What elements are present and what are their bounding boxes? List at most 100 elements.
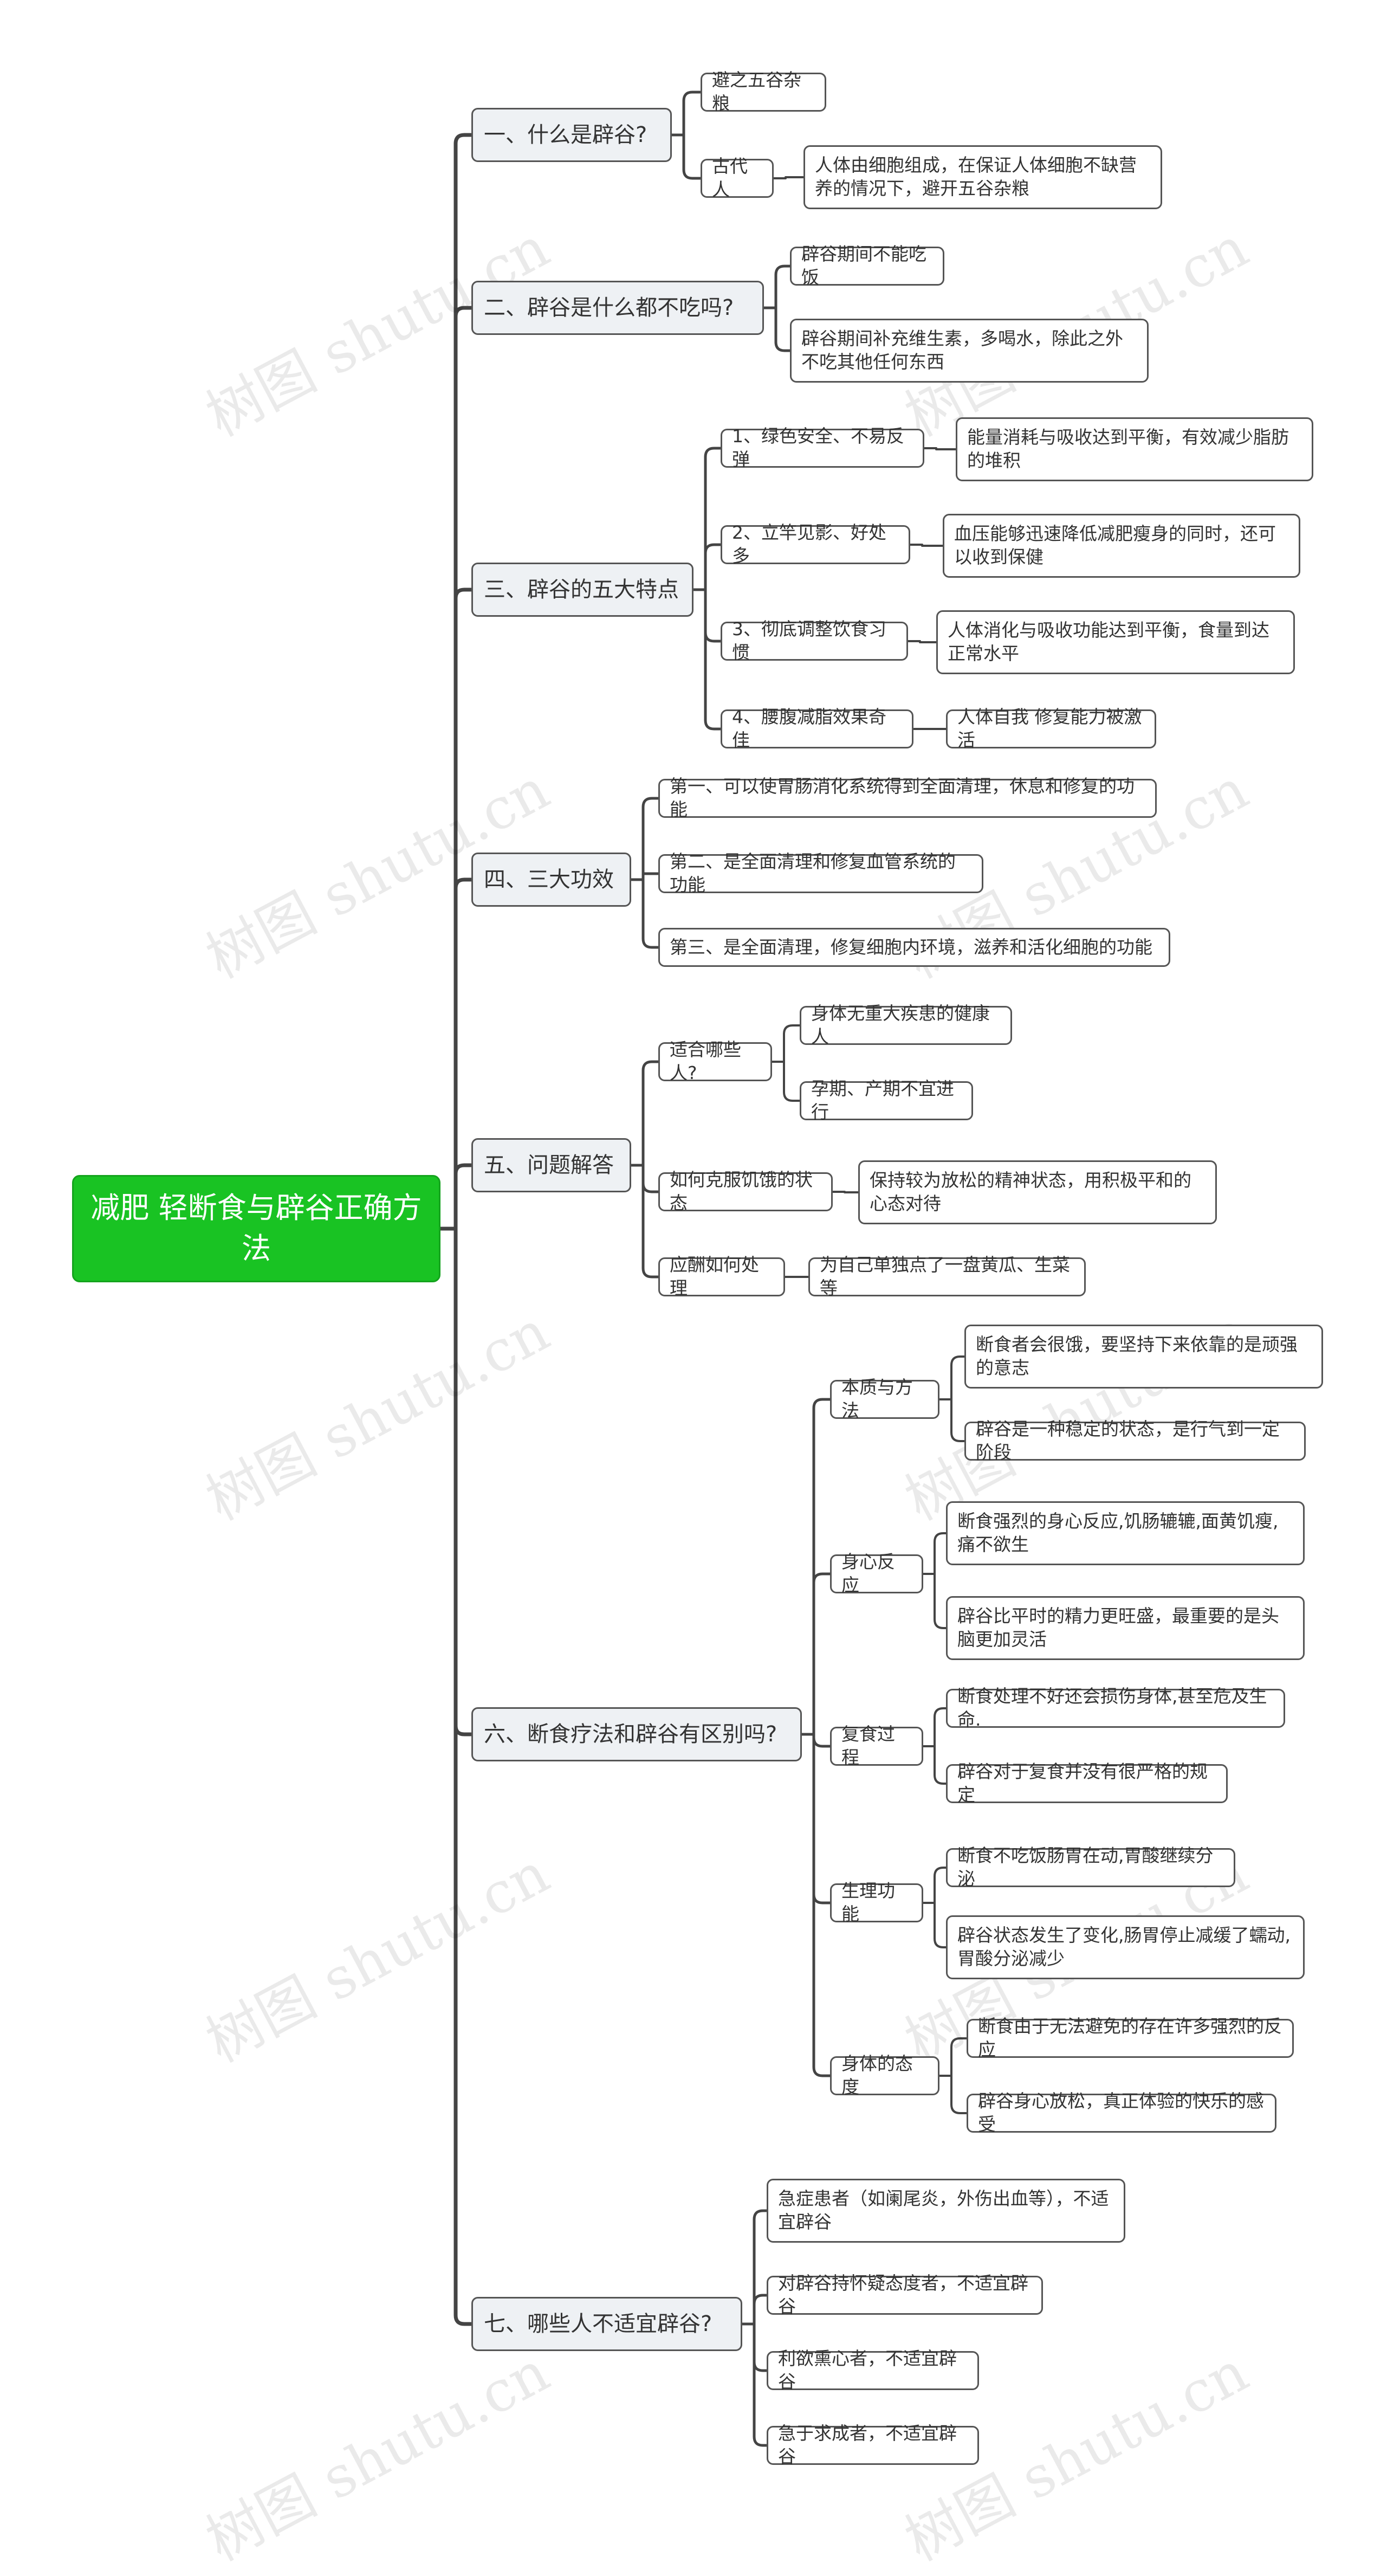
subtopic-node[interactable]: 本质与方法 (830, 1377, 939, 1421)
subtopic-label: 辟谷期间补充维生素，多喝水，除此之外不吃其他任何东西 (801, 328, 1123, 372)
connector-line (923, 447, 957, 450)
subtopic-label: 生理功能 (841, 1880, 895, 1925)
detail-node[interactable]: 身体无重大疾患的健康人 (800, 1003, 1012, 1047)
connector-line (909, 544, 944, 547)
detail-node[interactable]: 断食不吃饭肠胃在动,胃酸继续分泌 (946, 1845, 1235, 1889)
subtopic-label: 急于求成者，不适宜辟谷 (778, 2423, 957, 2467)
branch-topic[interactable]: 二、辟谷是什么都不吃吗? (471, 281, 764, 335)
branch-topic[interactable]: 七、哪些人不适宜辟谷? (471, 2297, 742, 2351)
connector-line (438, 133, 474, 2326)
detail-label: 身体无重大疾患的健康人 (811, 1003, 990, 1047)
branch-topic-label: 六、断食疗法和辟谷有区别吗? (484, 1722, 777, 1747)
connector-line (630, 1060, 660, 1279)
root-topic-label: 减肥 轻断食与辟谷正确方法 (90, 1191, 422, 1266)
subtopic-label: 辟谷期间不能吃饭 (801, 243, 926, 288)
detail-node[interactable]: 辟谷状态发生了变化,肠胃停止减缓了蠕动,胃酸分泌减少 (946, 1915, 1305, 1979)
subtopic-label: 第一、可以使胃肠消化系统得到全面清理，休息和修复的功能 (670, 776, 1135, 820)
subtopic-label: 2、立竿见影、好处多 (732, 522, 886, 566)
detail-node[interactable]: 断食者会很饿，要坚持下来依靠的是顽强的意志 (964, 1325, 1323, 1389)
subtopic-node[interactable]: 复食过程 (830, 1723, 923, 1768)
subtopic-node[interactable]: 辟谷期间补充维生素，多喝水，除此之外不吃其他任何东西 (790, 319, 1149, 383)
connector-line (922, 1867, 947, 1948)
detail-node[interactable]: 保持较为放松的精神状态，用积极平和的心态对待 (858, 1160, 1217, 1224)
subtopic-node[interactable]: 第二、是全面清理和修复血管系统的功能 (658, 851, 983, 895)
detail-label: 血压能够迅速降低减肥瘦身的同时，还可以收到保健 (954, 523, 1276, 567)
connector-line (938, 1355, 965, 1442)
subtopic-node[interactable]: 身心反应 (830, 1551, 923, 1596)
detail-label: 断食不吃饭肠胃在动,胃酸继续分泌 (957, 1845, 1214, 1889)
branch-topic-label: 三、辟谷的五大特点 (484, 577, 679, 602)
detail-label: 孕期、产期不宜进行 (811, 1078, 954, 1122)
subtopic-label: 第三、是全面清理，修复细胞内环境，滋养和活化细胞的功能 (670, 936, 1152, 958)
detail-label: 断食强烈的身心反应,饥肠辘辘,面黄饥瘦,痛不欲生 (957, 1510, 1279, 1555)
subtopic-node[interactable]: 如何克服饥饿的状态 (658, 1169, 833, 1213)
branch-topic-label: 一、什么是辟谷? (484, 122, 647, 147)
branch-topic[interactable]: 三、辟谷的五大特点 (471, 563, 694, 617)
detail-node[interactable]: 能量消耗与吸收达到平衡，有效减少脂肪的堆积 (956, 417, 1313, 481)
connector-line (922, 1532, 947, 1629)
subtopic-label: 身心反应 (841, 1551, 895, 1596)
detail-node[interactable]: 人体由细胞组成，在保证人体细胞不缺营养的情况下，避开五谷杂粮 (803, 145, 1162, 209)
subtopic-label: 身体的态度 (841, 2053, 913, 2097)
detail-label: 能量消耗与吸收达到平衡，有效减少脂肪的堆积 (967, 427, 1289, 471)
detail-label: 人体由细胞组成，在保证人体细胞不缺营养的情况下，避开五谷杂粮 (815, 154, 1137, 199)
detail-node[interactable]: 断食强烈的身心反应,饥肠辘辘,面黄饥瘦,痛不欲生 (946, 1501, 1305, 1565)
subtopic-label: 如何克服饥饿的状态 (670, 1169, 813, 1213)
connector-line (630, 797, 660, 949)
detail-node[interactable]: 断食处理不好还会损伤身体,甚至危及生命. (946, 1686, 1285, 1730)
subtopic-node[interactable]: 古代人 (701, 156, 774, 200)
connector-line (773, 176, 805, 179)
connector-line (741, 2209, 768, 2447)
branch-topic-label: 七、哪些人不适宜辟谷? (484, 2312, 712, 2336)
detail-label: 辟谷比平时的精力更旺盛，最重要的是头脑更加灵活 (957, 1605, 1279, 1650)
subtopic-node[interactable]: 辟谷期间不能吃饭 (790, 243, 944, 288)
branch-topic[interactable]: 六、断食疗法和辟谷有区别吗? (471, 1707, 802, 1761)
subtopic-label: 急症患者（如阑尾炎，外伤出血等），不适宜辟谷 (778, 2188, 1109, 2232)
subtopic-node[interactable]: 应酬如何处理 (658, 1254, 785, 1299)
branch-topic[interactable]: 五、问题解答 (471, 1138, 631, 1192)
connector-line (692, 447, 722, 731)
detail-node[interactable]: 辟谷比平时的精力更旺盛，最重要的是头脑更加灵活 (946, 1596, 1305, 1660)
branch-topic[interactable]: 四、三大功效 (471, 853, 631, 907)
detail-label: 断食者会很饿，要坚持下来依靠的是顽强的意志 (976, 1334, 1298, 1378)
detail-label: 断食处理不好还会损伤身体,甚至危及生命. (957, 1686, 1267, 1730)
connector-line (907, 640, 937, 643)
subtopic-label: 适合哪些人? (670, 1039, 741, 1083)
detail-node[interactable]: 孕期、产期不宜进行 (800, 1078, 973, 1122)
detail-node[interactable]: 辟谷对于复食并没有很严格的规定 (946, 1761, 1228, 1805)
detail-node[interactable]: 断食由于无法避免的存在许多强烈的反应 (967, 2016, 1294, 2060)
detail-node[interactable]: 辟谷是一种稳定的状态，是行气到一定阶段 (964, 1418, 1306, 1463)
detail-node[interactable]: 血压能够迅速降低减肥瘦身的同时，还可以收到保健 (943, 514, 1300, 578)
subtopic-node[interactable]: 2、立竿见影、好处多 (721, 522, 910, 566)
root-topic[interactable]: 减肥 轻断食与辟谷正确方法 (72, 1175, 440, 1282)
detail-node[interactable]: 辟谷身心放松，真正体验的快乐的感受 (967, 2090, 1276, 2135)
subtopic-node[interactable]: 生理功能 (830, 1880, 923, 1925)
detail-label: 辟谷对于复食并没有很严格的规定 (957, 1761, 1208, 1805)
subtopic-node[interactable]: 身体的态度 (830, 2053, 939, 2097)
subtopic-node[interactable]: 3、彻底调整饮食习惯 (721, 618, 908, 663)
subtopic-label: 古代人 (712, 156, 748, 200)
subtopic-node[interactable]: 适合哪些人? (658, 1039, 772, 1083)
branch-topic[interactable]: 一、什么是辟谷? (471, 108, 672, 162)
mind-map-canvas: 树图 shutu.cn 树图 shutu.cn 树图 shutu.cn 树图 s… (72, 69, 1323, 2574)
subtopic-label: 对辟谷持怀疑态度者，不适宜辟谷 (778, 2272, 1028, 2317)
subtopic-node[interactable]: 急于求成者，不适宜辟谷 (767, 2423, 979, 2467)
connector-lines (438, 91, 968, 2447)
subtopic-node[interactable]: 避之五谷杂粮 (701, 69, 826, 114)
detail-label: 断食由于无法避免的存在许多强烈的反应 (978, 2016, 1282, 2060)
subtopic-node[interactable]: 利欲熏心者，不适宜辟谷 (767, 2348, 979, 2392)
subtopic-node[interactable]: 急症患者（如阑尾炎，外伤出血等），不适宜辟谷 (767, 2179, 1125, 2243)
subtopic-node[interactable]: 4、腰腹减脂效果奇佳 (721, 706, 913, 751)
detail-label: 辟谷身心放松，真正体验的快乐的感受 (978, 2090, 1264, 2135)
detail-node[interactable]: 人体消化与吸收功能达到平衡，食量到达正常水平 (936, 610, 1295, 674)
subtopic-node[interactable]: 第三、是全面清理，修复细胞内环境，滋养和活化细胞的功能 (658, 928, 1170, 967)
subtopic-label: 3、彻底调整饮食习惯 (732, 618, 886, 663)
subtopic-node[interactable]: 1、绿色安全、不易反弹 (721, 425, 924, 470)
subtopic-label: 第二、是全面清理和修复血管系统的功能 (670, 851, 956, 895)
detail-label: 辟谷状态发生了变化,肠胃停止减缓了蠕动,胃酸分泌减少 (957, 1925, 1291, 1969)
detail-node[interactable]: 为自己单独点了一盘黄瓜、生菜等 (808, 1254, 1086, 1299)
subtopic-node[interactable]: 第一、可以使胃肠消化系统得到全面清理，休息和修复的功能 (658, 776, 1157, 820)
subtopic-node[interactable]: 对辟谷持怀疑态度者，不适宜辟谷 (767, 2272, 1043, 2317)
subtopic-label: 应酬如何处理 (670, 1254, 759, 1299)
detail-node[interactable]: 人体自我 修复能力被激活 (946, 706, 1156, 751)
